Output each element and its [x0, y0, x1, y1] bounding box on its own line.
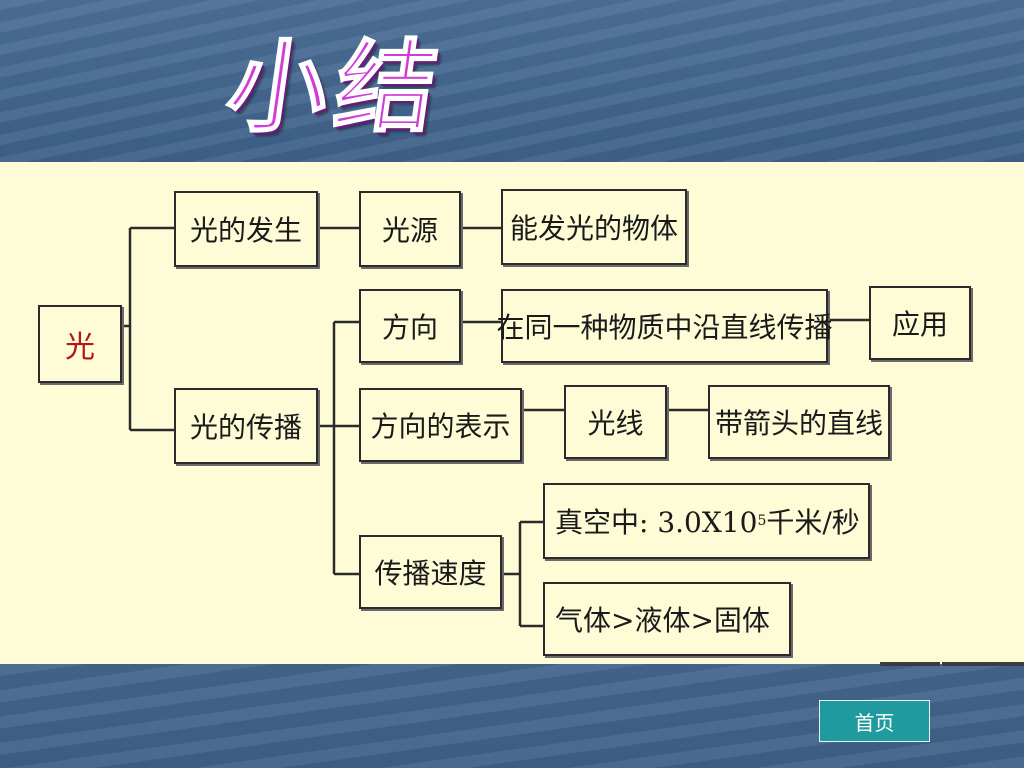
panel-edge	[880, 662, 940, 666]
vacuum-speed-unit: 千米/秒	[766, 506, 860, 539]
panel-edge	[942, 662, 1024, 666]
node-application: 应用	[869, 286, 971, 360]
node-arrow-line: 带箭头的直线	[708, 385, 890, 459]
node-light-source: 光源	[359, 191, 461, 267]
node-media-order: 气体>液体>固体	[543, 582, 791, 656]
node-speed: 传播速度	[359, 535, 502, 609]
node-light-ray: 光线	[564, 385, 667, 459]
node-light: 光	[38, 305, 122, 383]
node-light-propagation: 光的传播	[174, 388, 318, 464]
node-direction-representation: 方向的表示	[359, 388, 522, 462]
node-straight-line: 在同一种物质中沿直线传播	[497, 289, 833, 363]
node-direction: 方向	[359, 289, 461, 363]
node-light-generation: 光的发生	[174, 191, 318, 267]
vacuum-speed-exponent: 5	[757, 513, 767, 529]
node-light-source-desc: 能发光的物体	[501, 189, 687, 265]
vacuum-speed-value: 真空中: 3.0X10	[555, 506, 758, 539]
background-top	[0, 0, 1024, 162]
home-button[interactable]: 首页	[819, 700, 930, 742]
